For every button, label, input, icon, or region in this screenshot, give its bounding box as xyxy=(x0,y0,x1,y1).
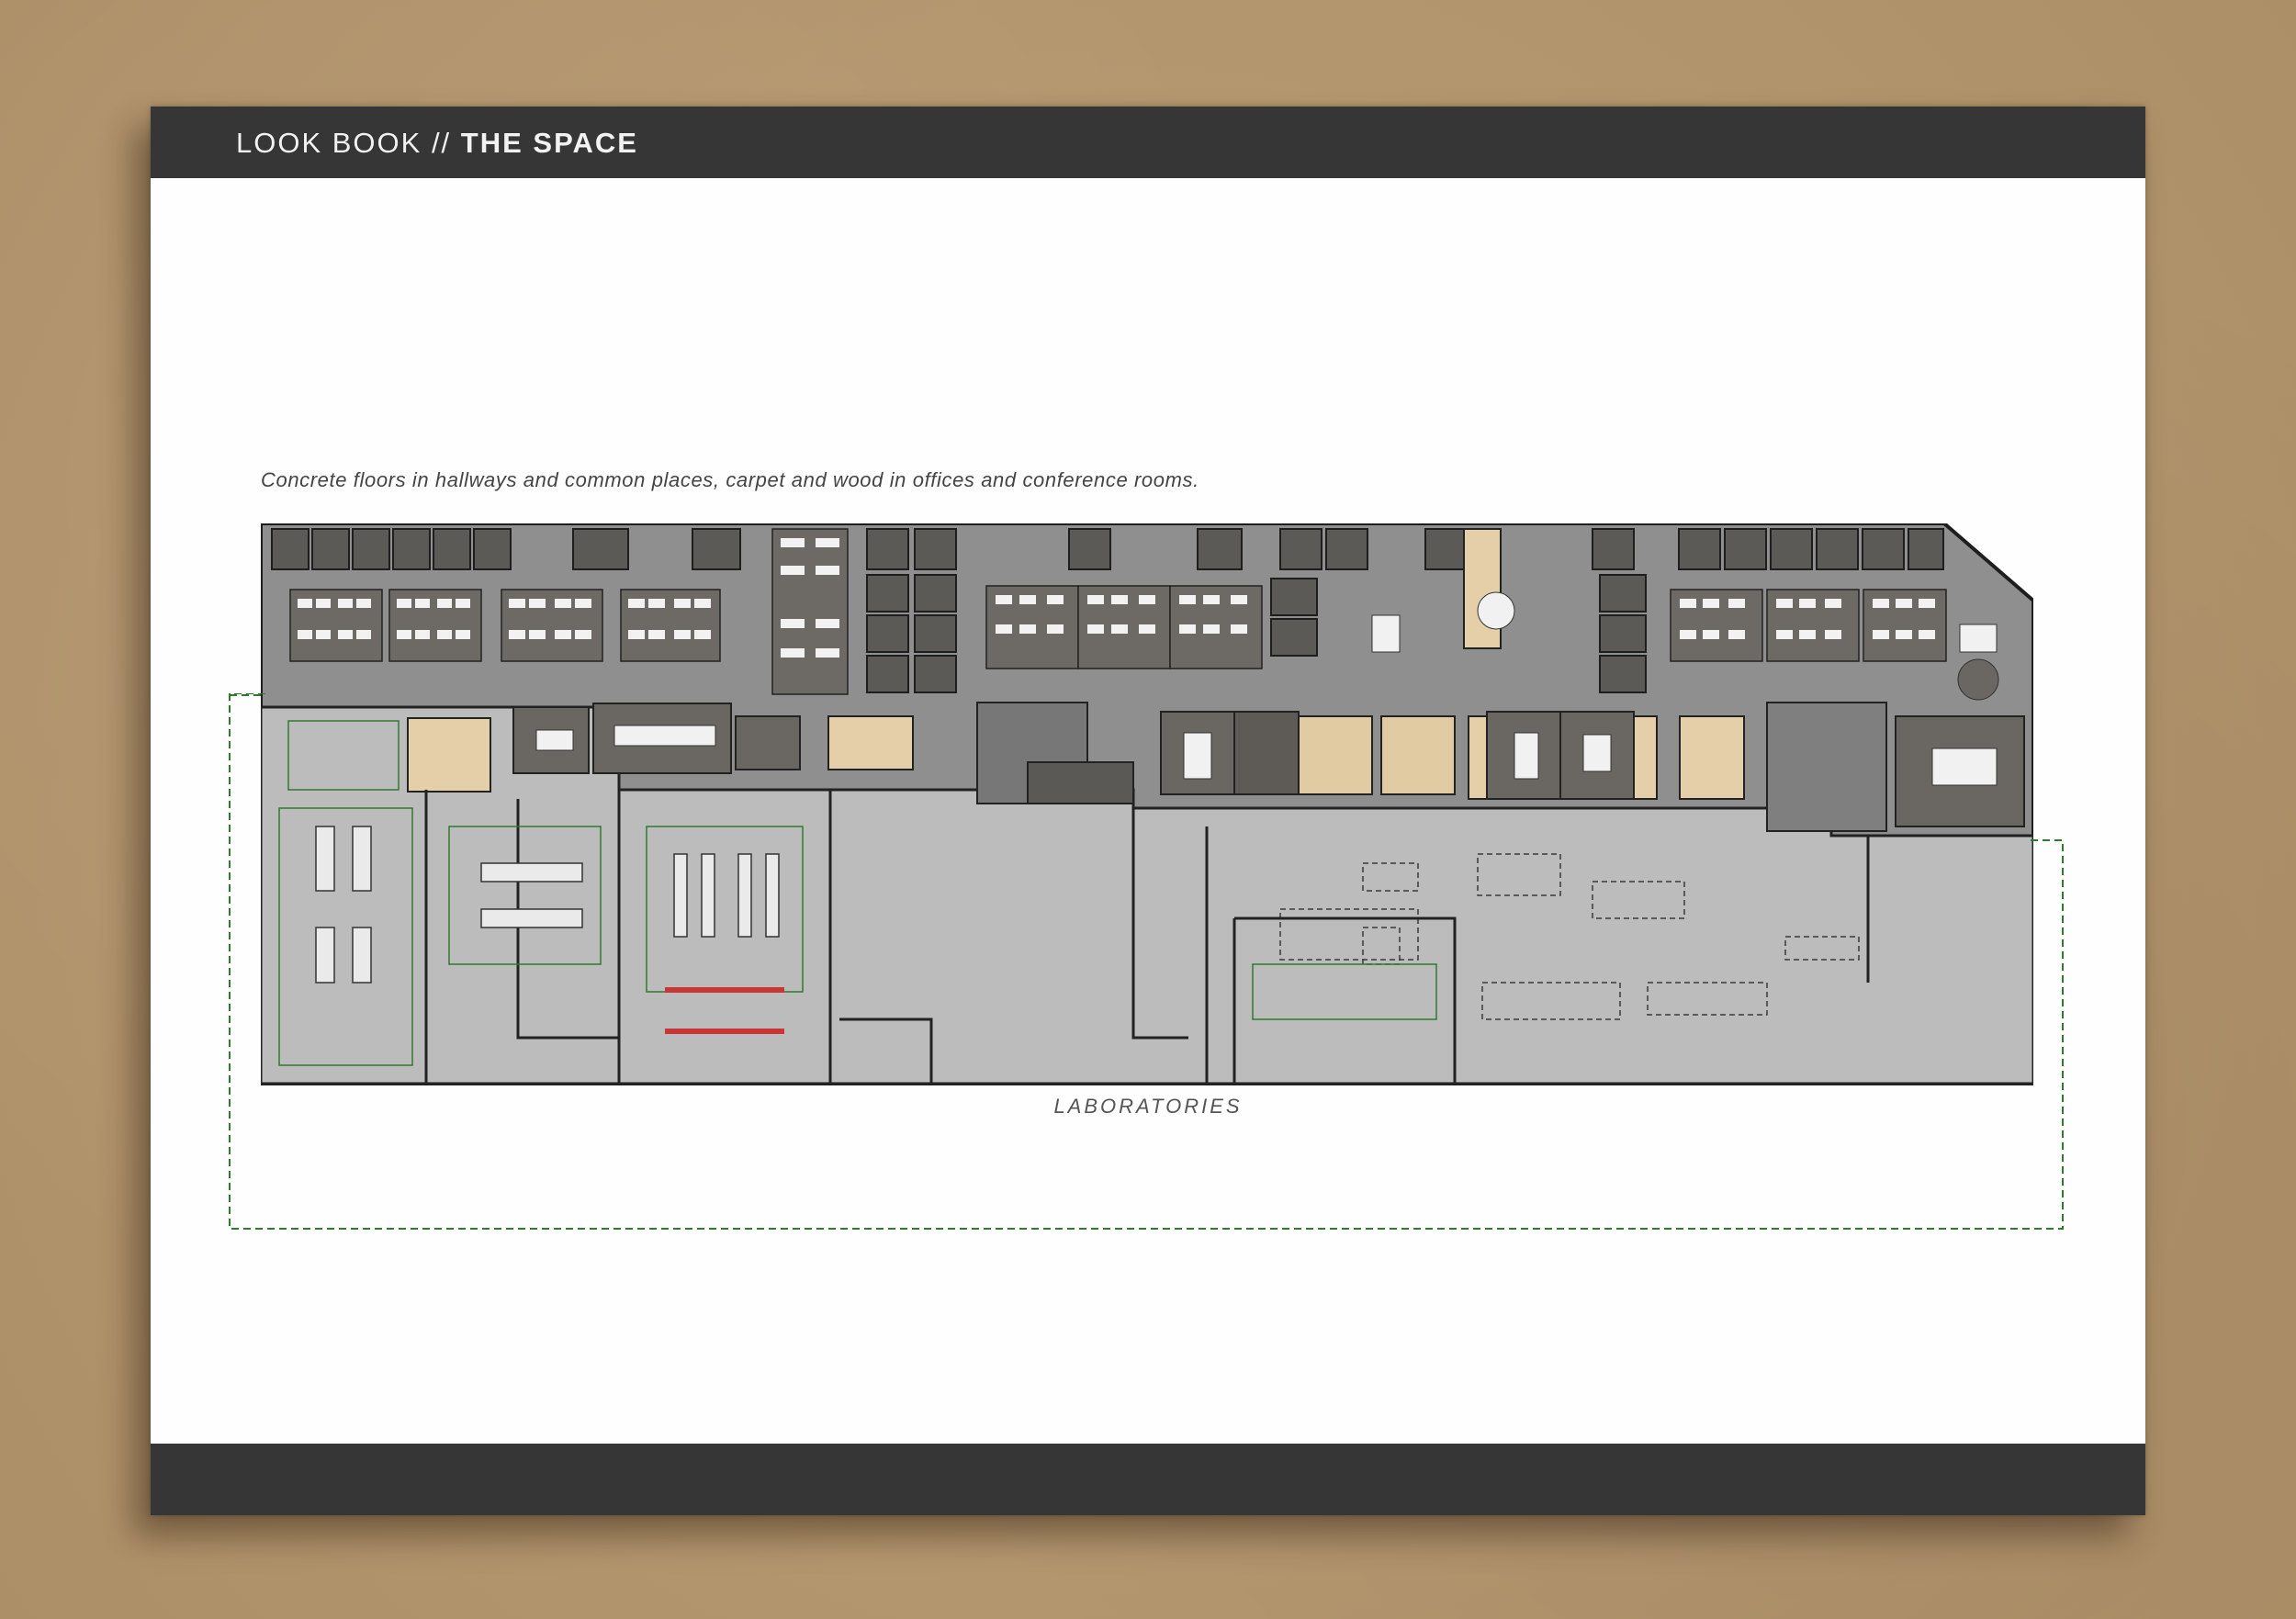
title-section: THE SPACE xyxy=(460,127,638,159)
lookbook-page: LOOK BOOK // THE SPACE Concrete floors i… xyxy=(151,107,2145,1515)
laboratories-label: LABORATORIES xyxy=(1053,1095,1243,1118)
page-title: LOOK BOOK // THE SPACE xyxy=(236,127,638,160)
floor-plan xyxy=(261,523,2033,1085)
header-bar: LOOK BOOK // THE SPACE xyxy=(151,107,2145,178)
title-prefix: LOOK BOOK // xyxy=(236,127,461,159)
footer-bar xyxy=(151,1444,2145,1515)
plan-caption: Concrete floors in hallways and common p… xyxy=(261,468,1199,491)
